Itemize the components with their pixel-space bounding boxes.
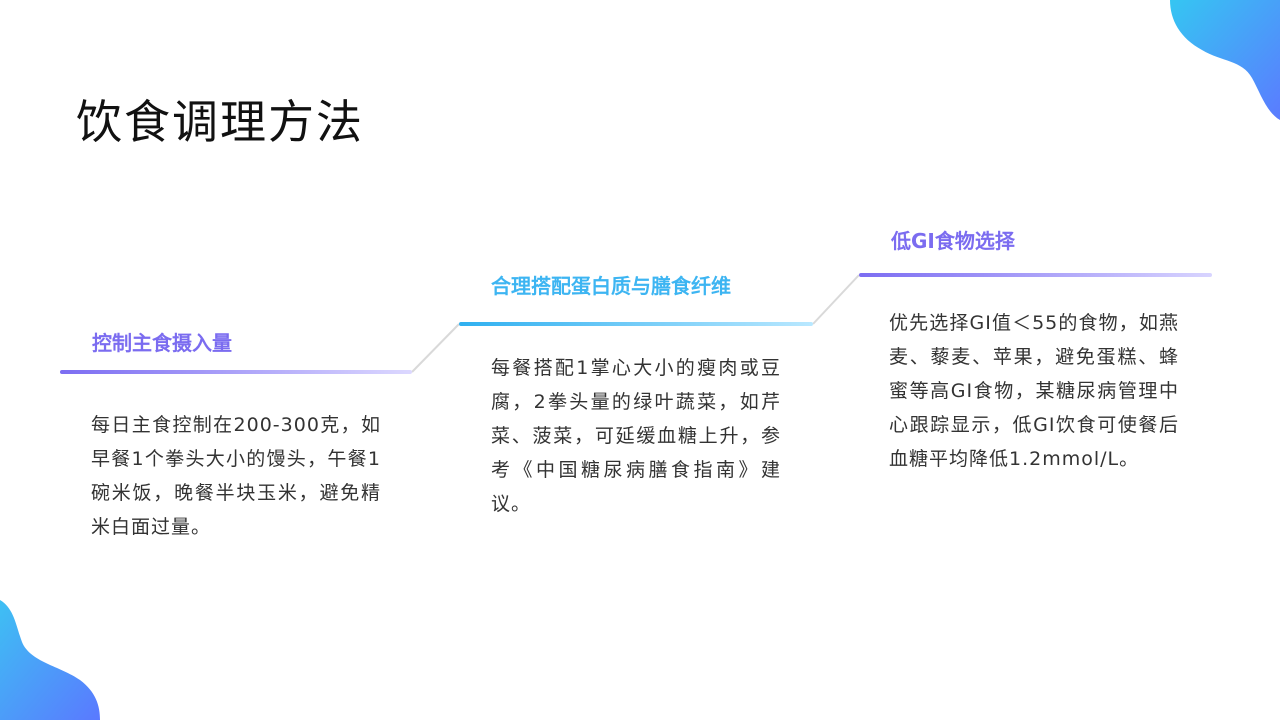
connector-2 (812, 274, 860, 325)
step-1-title: 控制主食摄入量 (92, 331, 232, 355)
step-2-underline (459, 322, 813, 326)
step-3-title: 低GI食物选择 (891, 229, 1015, 253)
step-2-body: 每餐搭配1掌心大小的瘦肉或豆腐，2拳头量的绿叶蔬菜，如芹菜、菠菜，可延缓血糖上升… (491, 357, 781, 515)
corner-blob-bottom-left (0, 600, 100, 720)
step-2-title: 合理搭配蛋白质与膳食纤维 (491, 274, 731, 298)
page-title: 饮食调理方法 (76, 94, 364, 149)
step-3-underline (859, 273, 1212, 277)
corner-blob-top-right (1170, 0, 1280, 120)
connector-1 (411, 323, 460, 373)
step-1-underline (60, 370, 412, 374)
step-1-body: 每日主食控制在200-300克，如早餐1个拳头大小的馒头，午餐1碗米饭，晚餐半块… (91, 414, 381, 538)
step-3-body: 优先选择GI值＜55的食物，如燕麦、藜麦、苹果，避免蛋糕、蜂蜜等高GI食物，某糖… (889, 312, 1179, 470)
